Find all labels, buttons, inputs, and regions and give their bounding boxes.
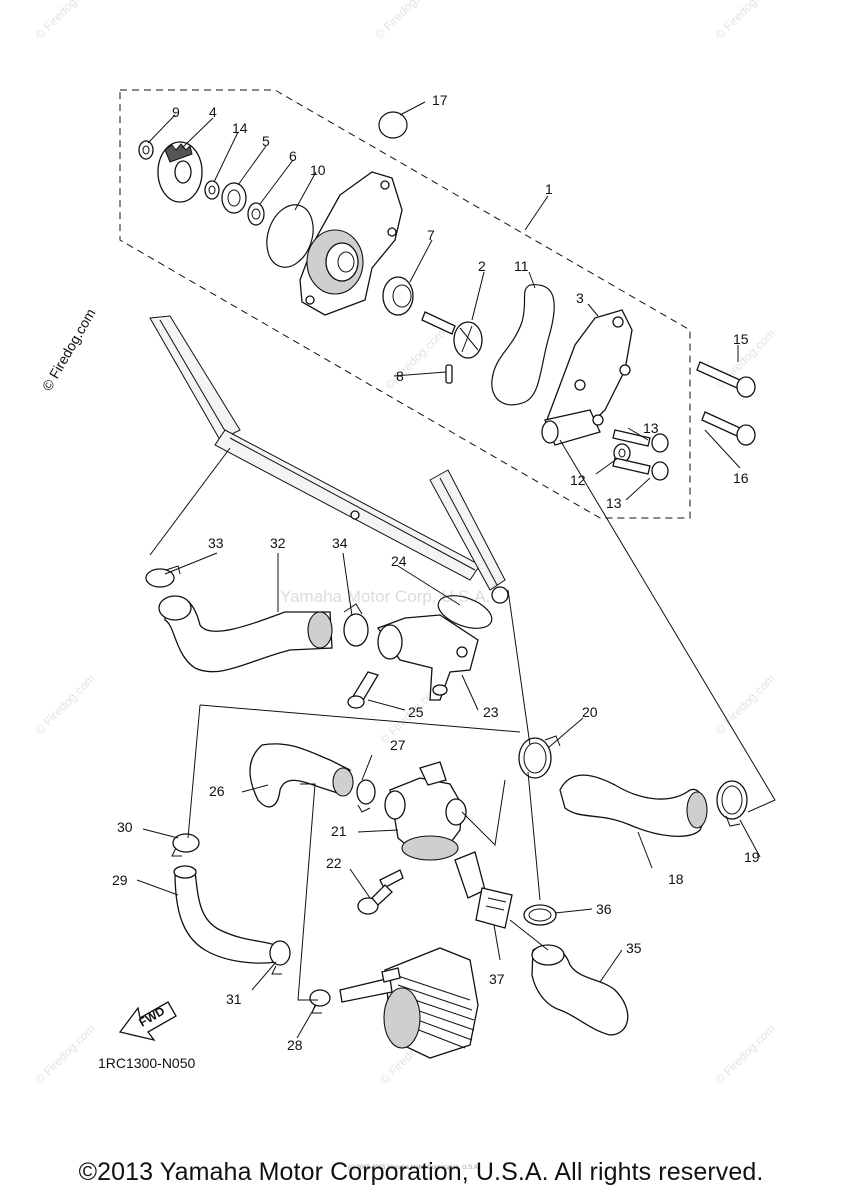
pump-housing xyxy=(299,171,403,316)
callout-29: 29 xyxy=(112,872,128,888)
part-30-clamp xyxy=(171,833,200,857)
callout-3: 3 xyxy=(576,290,584,306)
watermark-lower-left: © Firedog.com xyxy=(32,671,98,737)
callout-15: 15 xyxy=(733,331,749,347)
part-10-o-ring xyxy=(266,204,314,268)
callout-19: 19 xyxy=(744,849,760,865)
part-34-clamp xyxy=(343,603,369,647)
callout-26: 26 xyxy=(209,783,225,799)
watermark-center-text: Yamaha Motor Corp, U.S.A. xyxy=(280,587,490,606)
part-7-seal xyxy=(382,276,414,316)
callout-10: 10 xyxy=(310,162,326,178)
part-23-thermostat-cover xyxy=(376,614,479,701)
diagram-code: 1RC1300-N050 xyxy=(98,1055,195,1071)
part-36-clamp xyxy=(523,904,557,926)
part-2-impeller-shaft xyxy=(421,311,483,359)
callout-2: 2 xyxy=(478,258,486,274)
callout-22: 22 xyxy=(326,855,342,871)
part-15-bolt xyxy=(696,361,756,398)
part-33-clamp xyxy=(145,565,181,588)
watermark-top-right: © Firedog.com xyxy=(712,0,778,42)
copyright-notice: ©2013 Yamaha Motor Corporation, U.S.A. A… xyxy=(78,1158,764,1186)
part-25-bolt xyxy=(347,671,379,709)
callout-9: 9 xyxy=(172,104,180,120)
part-29-hose xyxy=(173,865,277,964)
assembly-boundary xyxy=(119,89,691,519)
callout-11: 11 xyxy=(514,258,529,274)
callout-28: 28 xyxy=(287,1037,303,1053)
part-31-clamp xyxy=(269,940,291,975)
callout-13b: 13 xyxy=(606,495,622,511)
part-27-clamp xyxy=(356,779,376,813)
part-4-gear xyxy=(157,141,203,203)
callout-36: 36 xyxy=(596,901,612,917)
callout-labels: 1 2 3 4 5 6 7 8 9 10 11 12 13 13 14 15 1… xyxy=(112,92,760,1053)
part-26-hose xyxy=(249,743,354,808)
part-13-bolts xyxy=(612,429,669,481)
callout-32: 32 xyxy=(270,535,286,551)
watermark-top-left: © Firedog.com xyxy=(32,0,98,42)
part-8-pin xyxy=(445,364,453,384)
callout-34: 34 xyxy=(332,535,348,551)
part-22-bolt xyxy=(357,869,404,915)
part-9-circlip xyxy=(138,140,154,160)
callout-1: 1 xyxy=(545,181,553,197)
callout-14: 14 xyxy=(232,120,248,136)
part-6-seal xyxy=(247,202,265,226)
callout-24: 24 xyxy=(391,553,407,569)
part-19-clamp xyxy=(716,780,748,827)
callout-4: 4 xyxy=(209,104,217,120)
callout-17: 17 xyxy=(432,92,448,108)
leader-lines xyxy=(136,101,776,1039)
watermark-side-text: © Firedog.com xyxy=(39,306,99,394)
part-12-washer xyxy=(613,443,631,463)
watermark-top-mid: © Firedog.com xyxy=(372,0,438,42)
part-3-pump-cover xyxy=(541,309,633,446)
cylinder-body xyxy=(339,947,479,1059)
callout-30: 30 xyxy=(117,819,133,835)
part-14-washer xyxy=(204,180,220,200)
watermark-bottom-right: © Firedog.com xyxy=(712,1021,778,1087)
fwd-arrow-icon: FWD xyxy=(118,1001,177,1042)
callout-12: 12 xyxy=(570,472,586,488)
frame-rails xyxy=(149,315,509,604)
callout-8: 8 xyxy=(396,368,404,384)
callout-25: 25 xyxy=(408,704,424,720)
part-16-bolt xyxy=(701,411,756,446)
part-35-hose xyxy=(531,944,629,1036)
part-32-hose xyxy=(158,595,333,673)
callout-18: 18 xyxy=(668,871,684,887)
callout-31: 31 xyxy=(226,991,242,1007)
part-37-clip xyxy=(475,887,513,929)
part-20-clamp xyxy=(518,735,561,779)
part-5-bearing xyxy=(221,182,247,214)
callout-5: 5 xyxy=(262,133,270,149)
watermark-lower-right: © Firedog.com xyxy=(712,671,778,737)
callout-21: 21 xyxy=(331,823,347,839)
callout-16: 16 xyxy=(733,470,749,486)
callout-35: 35 xyxy=(626,940,642,956)
callout-23: 23 xyxy=(483,704,499,720)
callout-37: 37 xyxy=(489,971,505,987)
callout-27: 27 xyxy=(390,737,406,753)
part-21-thermostat-housing xyxy=(384,761,486,899)
small-credit: (c) 2000-2015 Yamaha Motor Corporation, … xyxy=(348,1165,480,1171)
callout-20: 20 xyxy=(582,704,598,720)
part-18-hose xyxy=(559,774,708,837)
part-24-o-ring xyxy=(437,595,493,629)
callout-33: 33 xyxy=(208,535,224,551)
part-17-o-ring xyxy=(378,111,408,139)
watermark-bottom-left: © Firedog.com xyxy=(32,1021,98,1087)
callout-6: 6 xyxy=(289,148,297,164)
part-11-gasket xyxy=(491,284,555,406)
callout-13a: 13 xyxy=(643,420,659,436)
watermark-mid-center: © Firedog.com xyxy=(382,326,448,392)
callout-7: 7 xyxy=(427,227,435,243)
